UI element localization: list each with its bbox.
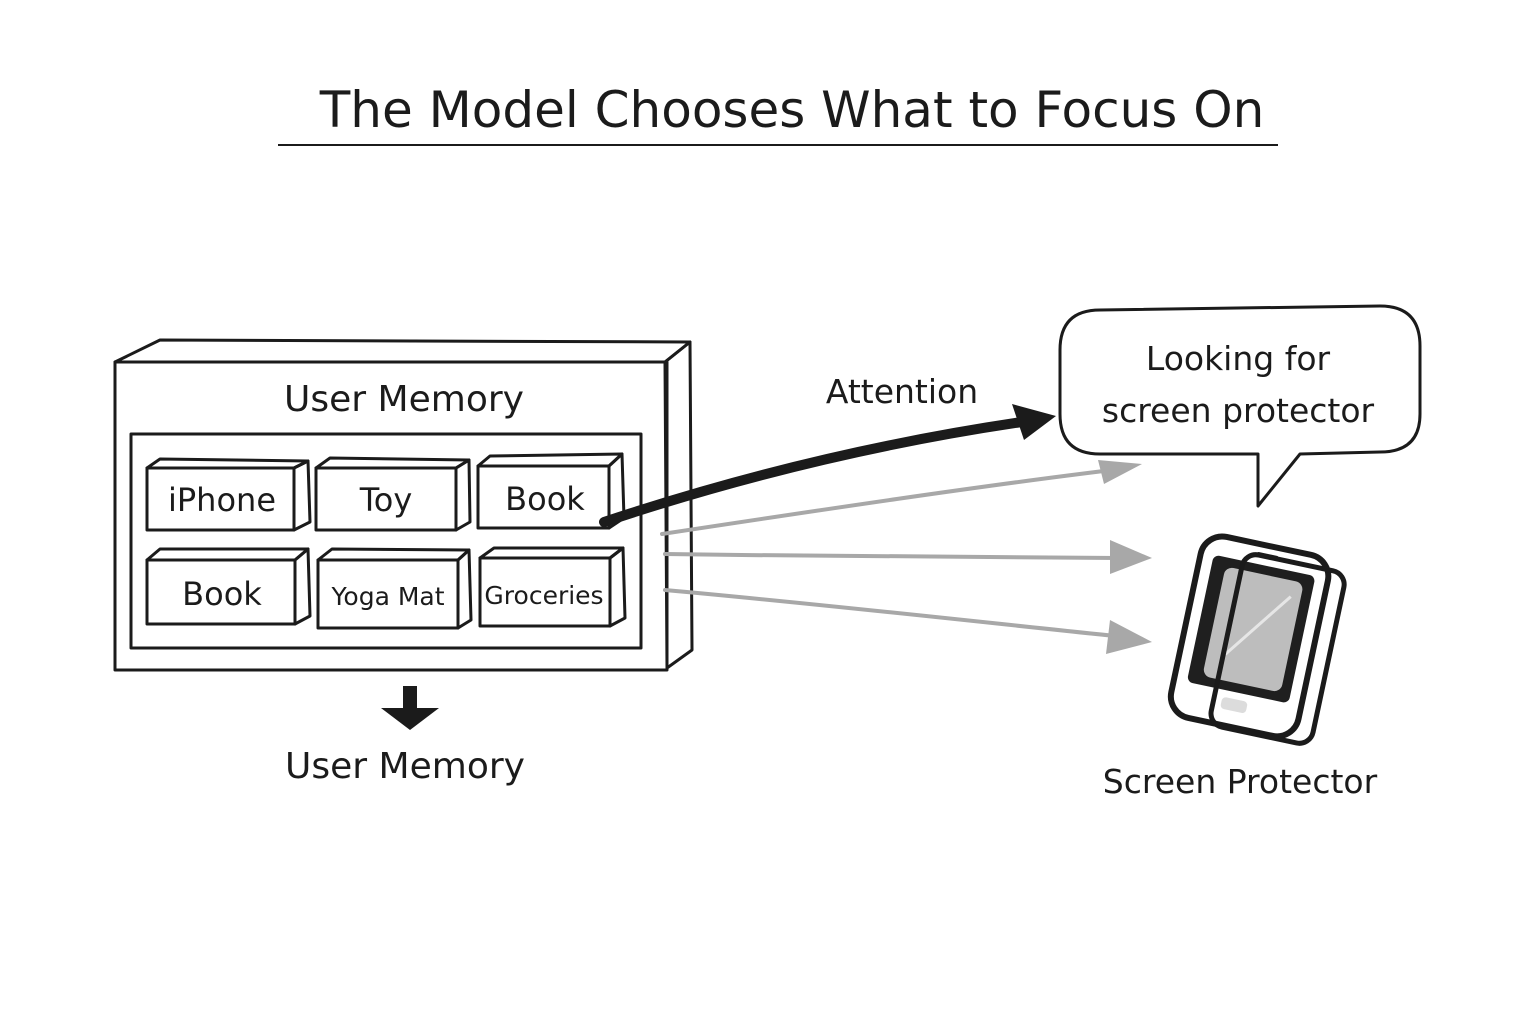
memory-item-label: iPhone [168, 481, 276, 519]
memory-item-label: Toy [359, 481, 413, 519]
faint-arrow [663, 588, 1152, 654]
memory-item: iPhone [145, 457, 312, 532]
memory-panel-top-face [113, 338, 692, 364]
down-arrow-icon [381, 686, 439, 730]
query-line-1: Looking for [1146, 339, 1331, 378]
memory-item-label: Book [505, 480, 585, 518]
faint-attention-arrows [660, 460, 1152, 654]
memory-items: iPhone Toy Book Book Yoga Mat [145, 452, 627, 630]
target-caption: Screen Protector [1103, 762, 1378, 801]
memory-item: Book [145, 547, 312, 626]
memory-panel-front-face [113, 360, 669, 672]
faint-arrow [660, 460, 1142, 536]
memory-item: Book [476, 452, 626, 530]
memory-item: Yoga Mat [316, 547, 473, 630]
faint-arrow [663, 540, 1152, 574]
memory-panel: User Memory [113, 338, 694, 672]
attention-arrow [599, 404, 1056, 527]
memory-item-label: Groceries [484, 581, 603, 610]
query-speech-bubble: Looking for screen protector [1058, 304, 1422, 508]
diagram-title: The Model Chooses What to Focus On [319, 81, 1265, 139]
attention-label: Attention [826, 372, 978, 411]
memory-caption: User Memory [285, 746, 525, 787]
memory-panel-heading: User Memory [284, 379, 524, 420]
query-line-2: screen protector [1102, 391, 1375, 430]
memory-item-label: Book [182, 575, 262, 613]
memory-items-frame [129, 432, 643, 650]
phone-screen-protector-icon [1167, 533, 1347, 746]
memory-item: Groceries [478, 546, 627, 628]
memory-item: Toy [314, 456, 472, 532]
memory-item-label: Yoga Mat [330, 582, 444, 611]
